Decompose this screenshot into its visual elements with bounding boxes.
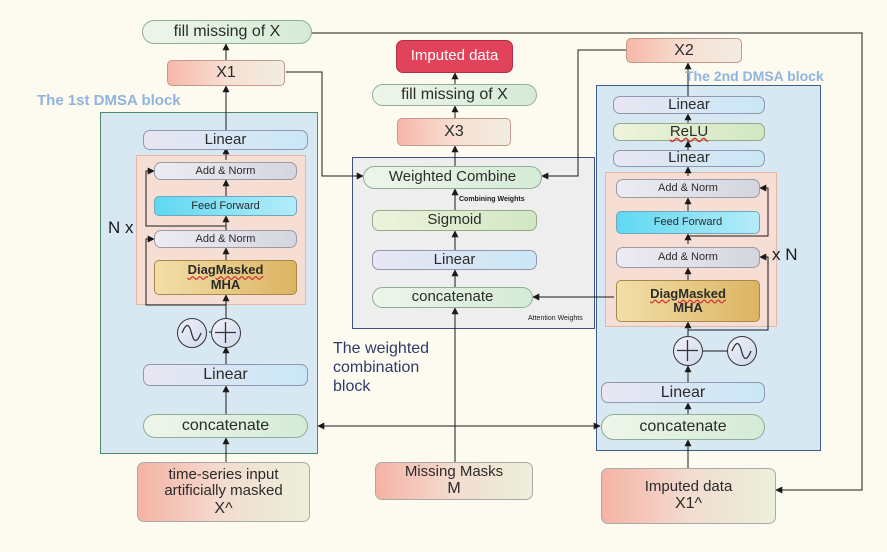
linear-middle: Linear	[372, 250, 537, 270]
caption-line-1: The weighted	[333, 340, 430, 357]
repeat-n-right: x N	[772, 245, 798, 264]
positional-encoding-icon-right	[727, 336, 757, 366]
imputed-data-output: Imputed data	[396, 40, 513, 73]
add-norm-bottom-right: Add & Norm	[616, 247, 760, 268]
feed-forward-right: Feed Forward	[616, 211, 760, 234]
add-norm-bottom-left: Add & Norm	[154, 230, 297, 248]
linear-bottom-right: Linear	[601, 382, 765, 403]
time-series-input: time-series input artificially masked X^	[137, 462, 310, 522]
feed-forward-left: Feed Forward	[154, 196, 297, 216]
imputed-input-line-1: Imputed data	[644, 477, 733, 495]
linear-mid-right: Linear	[613, 150, 765, 167]
input-line-2: artificially masked	[164, 482, 283, 500]
mha-label-right: MHA	[673, 300, 703, 315]
concatenate-middle: concatenate	[372, 287, 533, 308]
attention-weights-label: Attention Weights	[528, 315, 583, 322]
linear-top-right: Linear	[613, 96, 765, 114]
diag-masked-label-right: DiagMasked	[650, 285, 726, 301]
masks-line-2: M	[447, 480, 461, 498]
sine-wave-icon	[181, 324, 202, 342]
masks-line-1: Missing Masks	[404, 462, 504, 480]
fill-missing-x-left: fill missing of X	[142, 20, 312, 44]
fill-missing-x-middle: fill missing of X	[372, 84, 537, 106]
add-operator-icon-left	[211, 318, 241, 348]
missing-masks-input: Missing Masks M	[375, 462, 533, 500]
diag-masked-mha-right: DiagMasked MHA	[616, 280, 760, 322]
sine-wave-icon	[731, 342, 752, 360]
repeat-n-left: N x	[108, 218, 134, 237]
plus-icon	[677, 340, 698, 361]
linear-bottom-left: Linear	[143, 364, 308, 386]
add-norm-top-left: Add & Norm	[154, 162, 297, 180]
diag-masked-label-left: DiagMasked	[187, 262, 264, 278]
x1-output: X1	[167, 60, 285, 86]
concatenate-right: concatenate	[601, 414, 765, 440]
dmsa-block-2-title: The 2nd DMSA block	[685, 68, 824, 84]
caption-line-3: block	[333, 378, 371, 395]
plus-icon	[215, 322, 236, 343]
x3-output: X3	[397, 118, 511, 146]
sigmoid-layer: Sigmoid	[372, 210, 537, 231]
x2-output: X2	[626, 38, 742, 63]
diag-masked-mha-left: DiagMasked MHA	[154, 260, 297, 295]
weighted-combination-caption: The weighted combination block	[333, 339, 429, 396]
positional-encoding-icon-left	[177, 318, 207, 348]
concatenate-left: concatenate	[143, 414, 308, 438]
dmsa-block-1-title: The 1st DMSA block	[37, 92, 181, 109]
relu-label: ReLU	[669, 122, 709, 140]
weighted-combine: Weighted Combine	[363, 166, 542, 189]
add-norm-top-right: Add & Norm	[616, 179, 760, 198]
caption-line-2: combination	[333, 359, 420, 376]
linear-top-left: Linear	[143, 130, 308, 150]
relu-layer: ReLU	[613, 123, 765, 141]
input-line-1: time-series input	[168, 465, 279, 483]
imputed-data-input: Imputed data X1^	[601, 468, 776, 524]
add-operator-icon-right	[673, 336, 703, 366]
input-line-3: X^	[214, 499, 233, 517]
mha-label-left: MHA	[210, 276, 241, 292]
combining-weights-label: Combining Weights	[459, 196, 525, 203]
imputed-input-line-2: X1^	[674, 495, 703, 513]
